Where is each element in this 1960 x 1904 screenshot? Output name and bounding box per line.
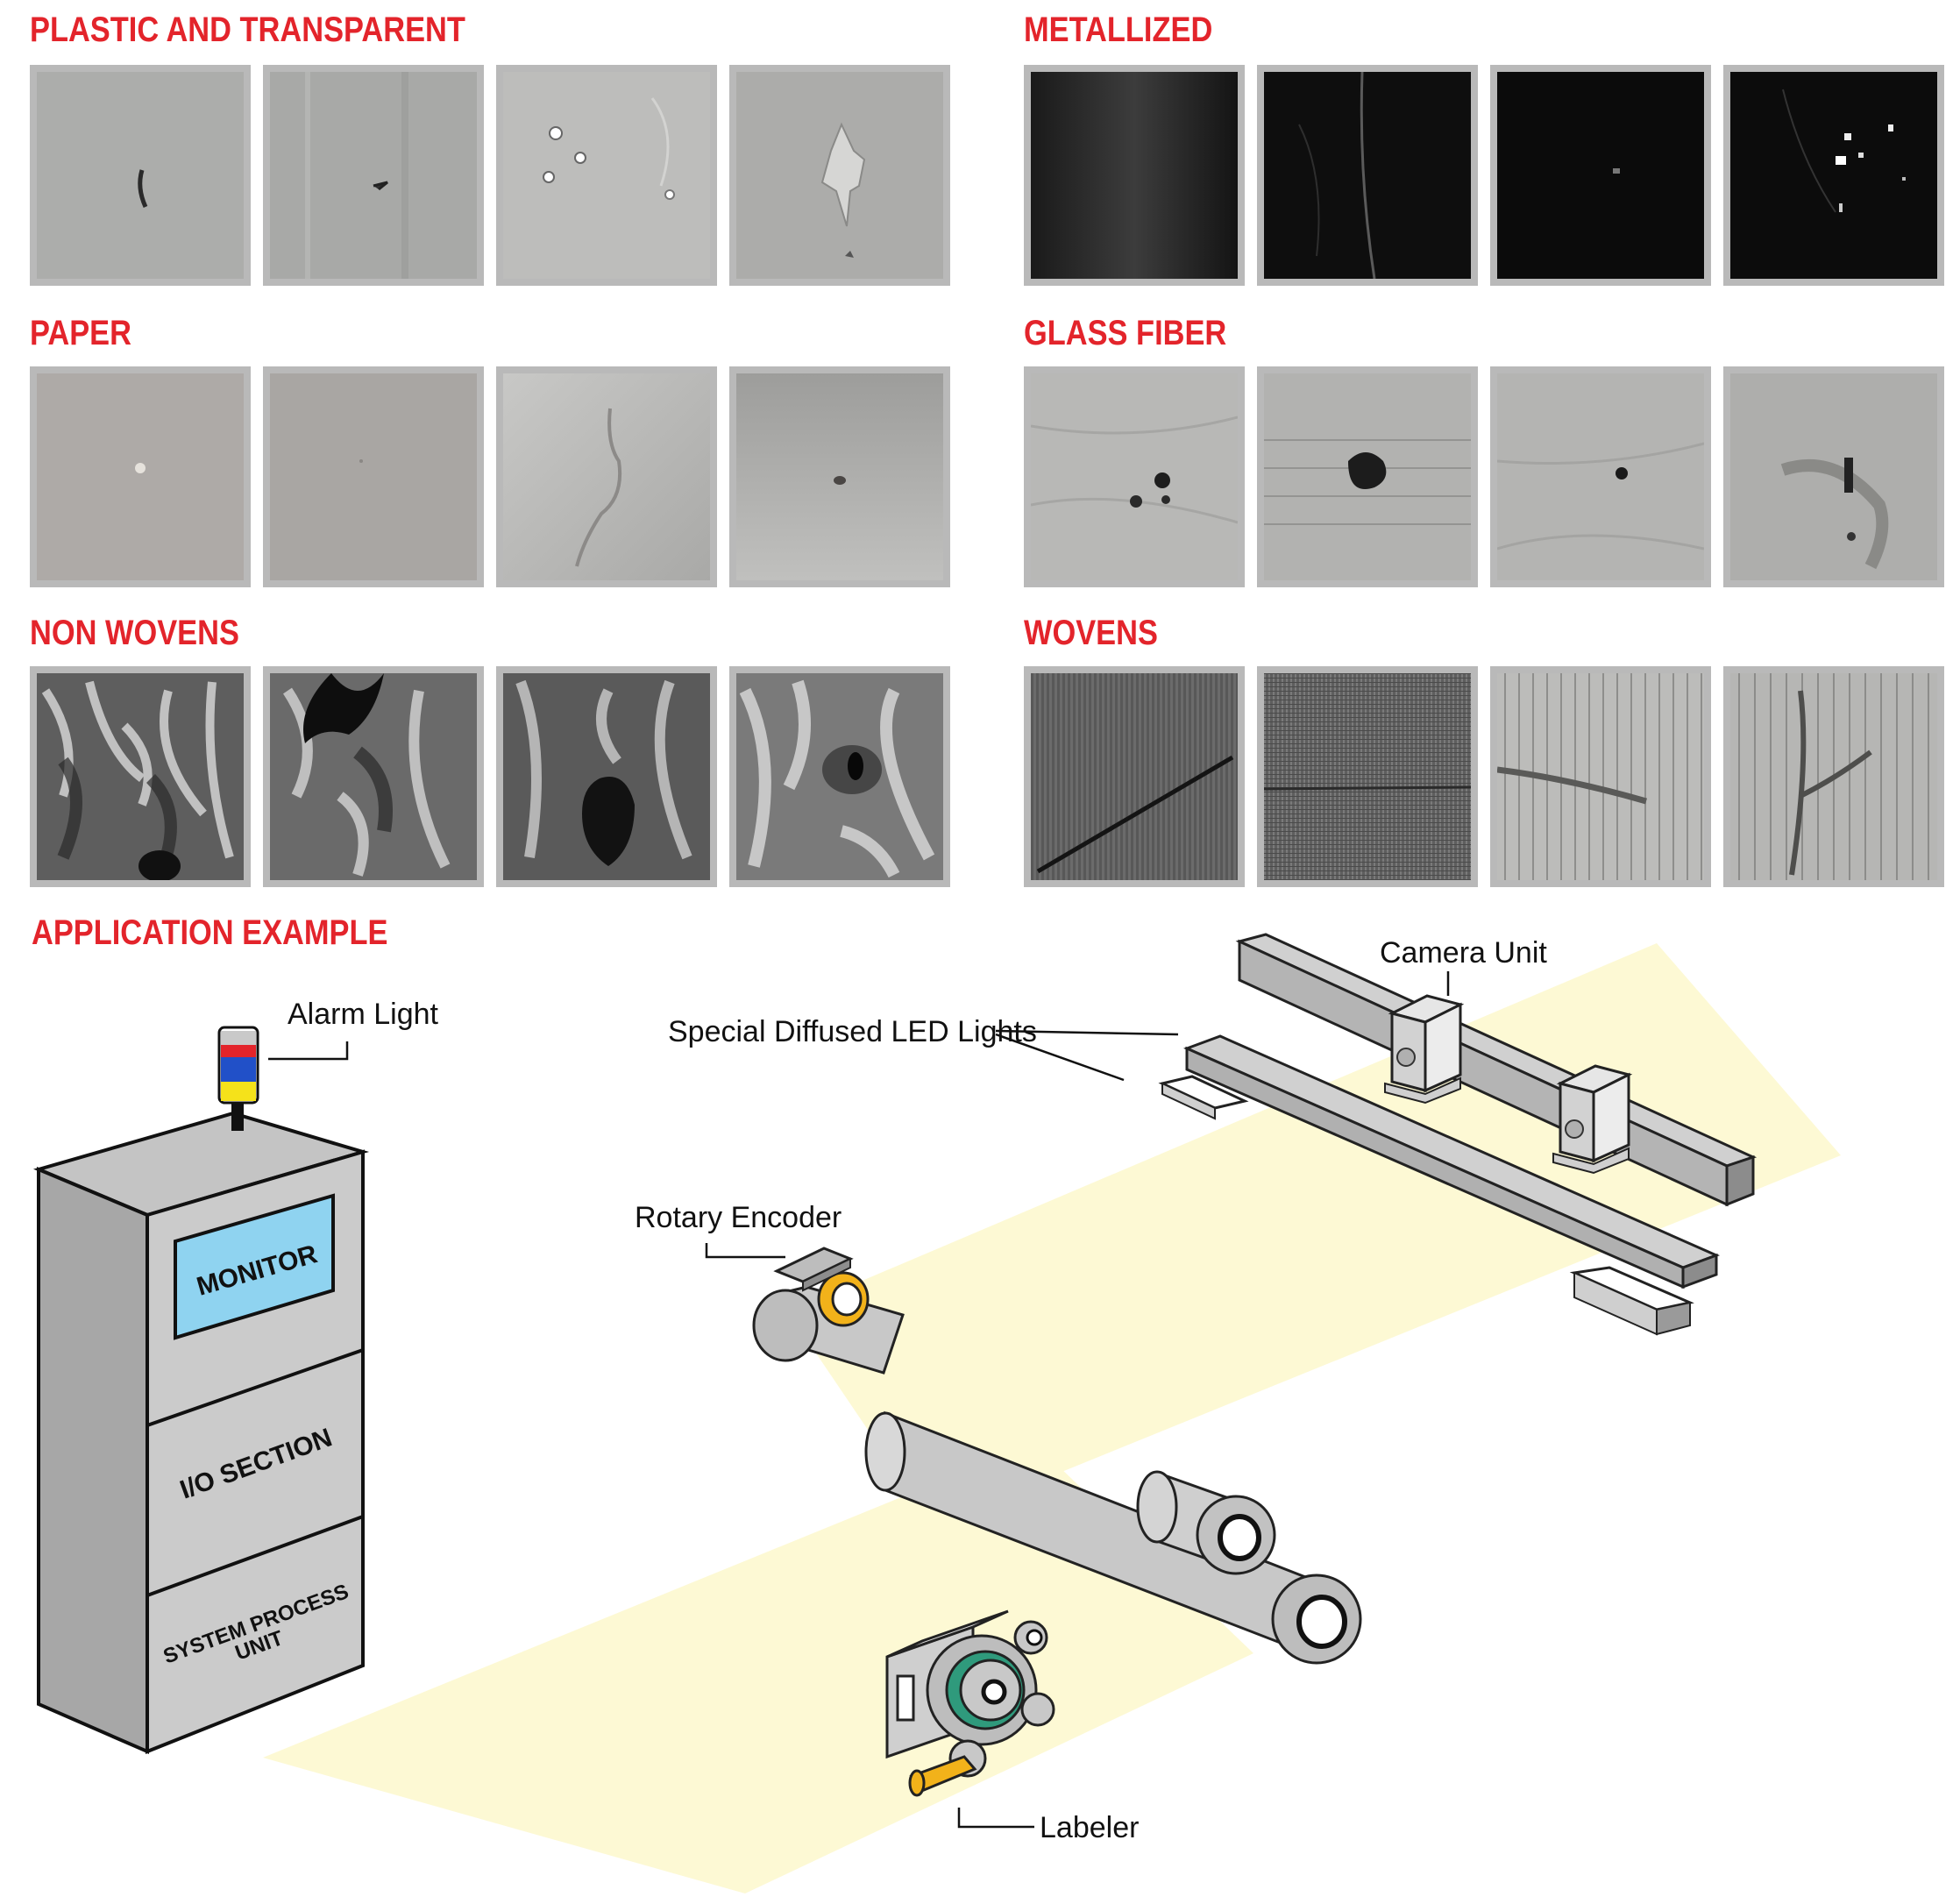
metallized-sample-1 xyxy=(1024,65,1245,286)
paper-sample-1 xyxy=(30,366,251,587)
metallized-sample-3 xyxy=(1490,65,1711,286)
wovens-sample-2 xyxy=(1257,666,1478,887)
front-beam xyxy=(1183,1034,1720,1289)
rotary-encoder-label: Rotary Encoder xyxy=(635,1201,842,1234)
leader-lines xyxy=(268,971,1450,1829)
glass-fiber-sample-4 xyxy=(1723,366,1944,587)
plastic-sample-1 xyxy=(30,65,251,286)
camera-unit-label: Camera Unit xyxy=(1380,936,1547,970)
paper-sample-2 xyxy=(263,366,484,587)
glass-fiber-sample-3 xyxy=(1490,366,1711,587)
section-title-wovens: WOVENS xyxy=(1024,614,1158,652)
glass-fiber-sample-2 xyxy=(1257,366,1478,587)
led-light-bars xyxy=(1158,1075,1694,1336)
nonwovens-sample-4 xyxy=(729,666,950,887)
paper-sample-4 xyxy=(729,366,950,587)
camera-unit-1 xyxy=(1384,994,1465,1105)
metallized-sample-2 xyxy=(1257,65,1478,286)
section-title-paper: PAPER xyxy=(30,314,131,352)
paper-sample-3 xyxy=(496,366,717,587)
led-lights-label: Special Diffused LED Lights xyxy=(668,1015,1037,1048)
rotary-encoder-device xyxy=(773,1247,870,1327)
dancer-roller xyxy=(1136,1470,1276,1575)
section-title-application-example: APPLICATION EXAMPLE xyxy=(32,913,388,952)
wovens-sample-1 xyxy=(1024,666,1245,887)
metallized-sample-4 xyxy=(1723,65,1944,286)
labeler-label: Labeler xyxy=(1040,1811,1139,1844)
alarm-light xyxy=(217,1026,259,1131)
plastic-sample-2 xyxy=(263,65,484,286)
camera-unit-2 xyxy=(1552,1064,1633,1175)
plastic-sample-3 xyxy=(496,65,717,286)
section-title-metallized: METALLIZED xyxy=(1024,11,1213,49)
wovens-sample-3 xyxy=(1490,666,1711,887)
alarm-light-label: Alarm Light xyxy=(288,998,439,1031)
nonwovens-sample-2 xyxy=(263,666,484,887)
lower-roller xyxy=(864,1410,1362,1665)
wovens-sample-4 xyxy=(1723,666,1944,887)
section-title-glass-fiber: GLASS FIBER xyxy=(1024,314,1227,352)
entry-roller xyxy=(752,1285,905,1375)
glass-fiber-sample-1 xyxy=(1024,366,1245,587)
nonwovens-sample-3 xyxy=(496,666,717,887)
labeler-device xyxy=(885,1609,1055,1797)
control-cabinet: MONITOR I/O SECTION SYSTEM PROCESS UNIT xyxy=(32,1111,370,1755)
application-diagram: MONITOR I/O SECTION SYSTEM PROCESS UNIT … xyxy=(32,933,1841,1893)
section-title-nonwovens: NON WOVENS xyxy=(30,614,239,652)
section-title-plastic: PLASTIC AND TRANSPARENT xyxy=(30,11,465,49)
nonwovens-sample-1 xyxy=(30,666,251,887)
plastic-sample-4 xyxy=(729,65,950,286)
